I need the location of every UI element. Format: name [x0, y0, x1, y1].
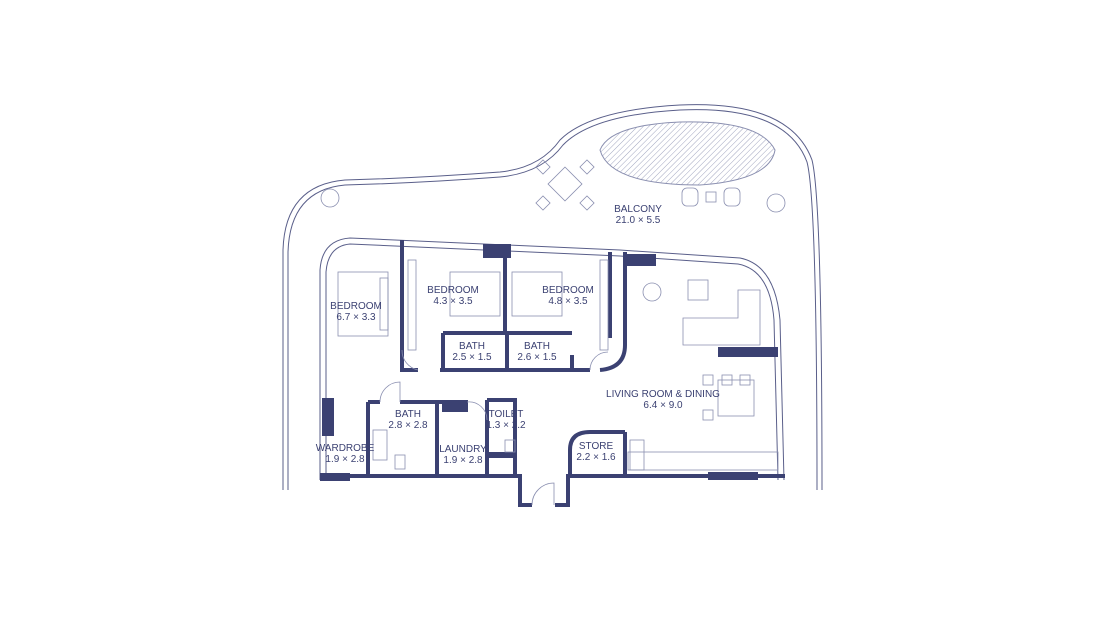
svg-text:1.9 × 2.8: 1.9 × 2.8: [443, 455, 483, 466]
svg-text:BEDROOM: BEDROOM: [542, 285, 594, 296]
svg-text:STORE: STORE: [579, 441, 614, 452]
svg-text:BATH: BATH: [395, 409, 421, 420]
svg-text:1.9 × 2.8: 1.9 × 2.8: [325, 454, 365, 465]
svg-text:6.4 × 9.0: 6.4 × 9.0: [643, 400, 683, 411]
svg-text:2.2 × 1.6: 2.2 × 1.6: [576, 452, 616, 463]
svg-text:4.3 × 3.5: 4.3 × 3.5: [433, 296, 473, 307]
svg-text:BATH: BATH: [459, 341, 485, 352]
svg-text:2.6 × 1.5: 2.6 × 1.5: [517, 352, 557, 363]
svg-text:2.8 × 2.8: 2.8 × 2.8: [388, 420, 428, 431]
svg-text:BATH: BATH: [524, 341, 550, 352]
svg-text:TOILET: TOILET: [489, 409, 524, 420]
svg-text:WARDROBE: WARDROBE: [316, 443, 375, 454]
svg-text:2.5 × 1.5: 2.5 × 1.5: [452, 352, 492, 363]
plant-icon: [766, 193, 786, 213]
svg-text:LAUNDRY: LAUNDRY: [439, 444, 487, 455]
svg-text:21.0 × 5.5: 21.0 × 5.5: [616, 215, 661, 226]
balcony-table-icon: [535, 159, 595, 211]
svg-text:6.7 × 3.3: 6.7 × 3.3: [336, 312, 376, 323]
svg-text:BEDROOM: BEDROOM: [330, 301, 382, 312]
walls: [320, 240, 785, 507]
balcony-outline: [282, 104, 823, 491]
svg-text:4.8 × 3.5: 4.8 × 3.5: [548, 296, 588, 307]
door-arcs: [379, 349, 609, 506]
plant-icon: [320, 188, 340, 208]
planter: [599, 121, 776, 186]
furniture: [337, 259, 779, 471]
svg-text:BEDROOM: BEDROOM: [427, 285, 479, 296]
svg-text:BALCONY: BALCONY: [614, 204, 662, 215]
lounge-chairs-icon: [681, 187, 741, 207]
svg-text:1.3 × 2.2: 1.3 × 2.2: [486, 420, 526, 431]
svg-text:LIVING ROOM & DINING: LIVING ROOM & DINING: [606, 389, 720, 400]
interior-outline: [319, 237, 785, 481]
